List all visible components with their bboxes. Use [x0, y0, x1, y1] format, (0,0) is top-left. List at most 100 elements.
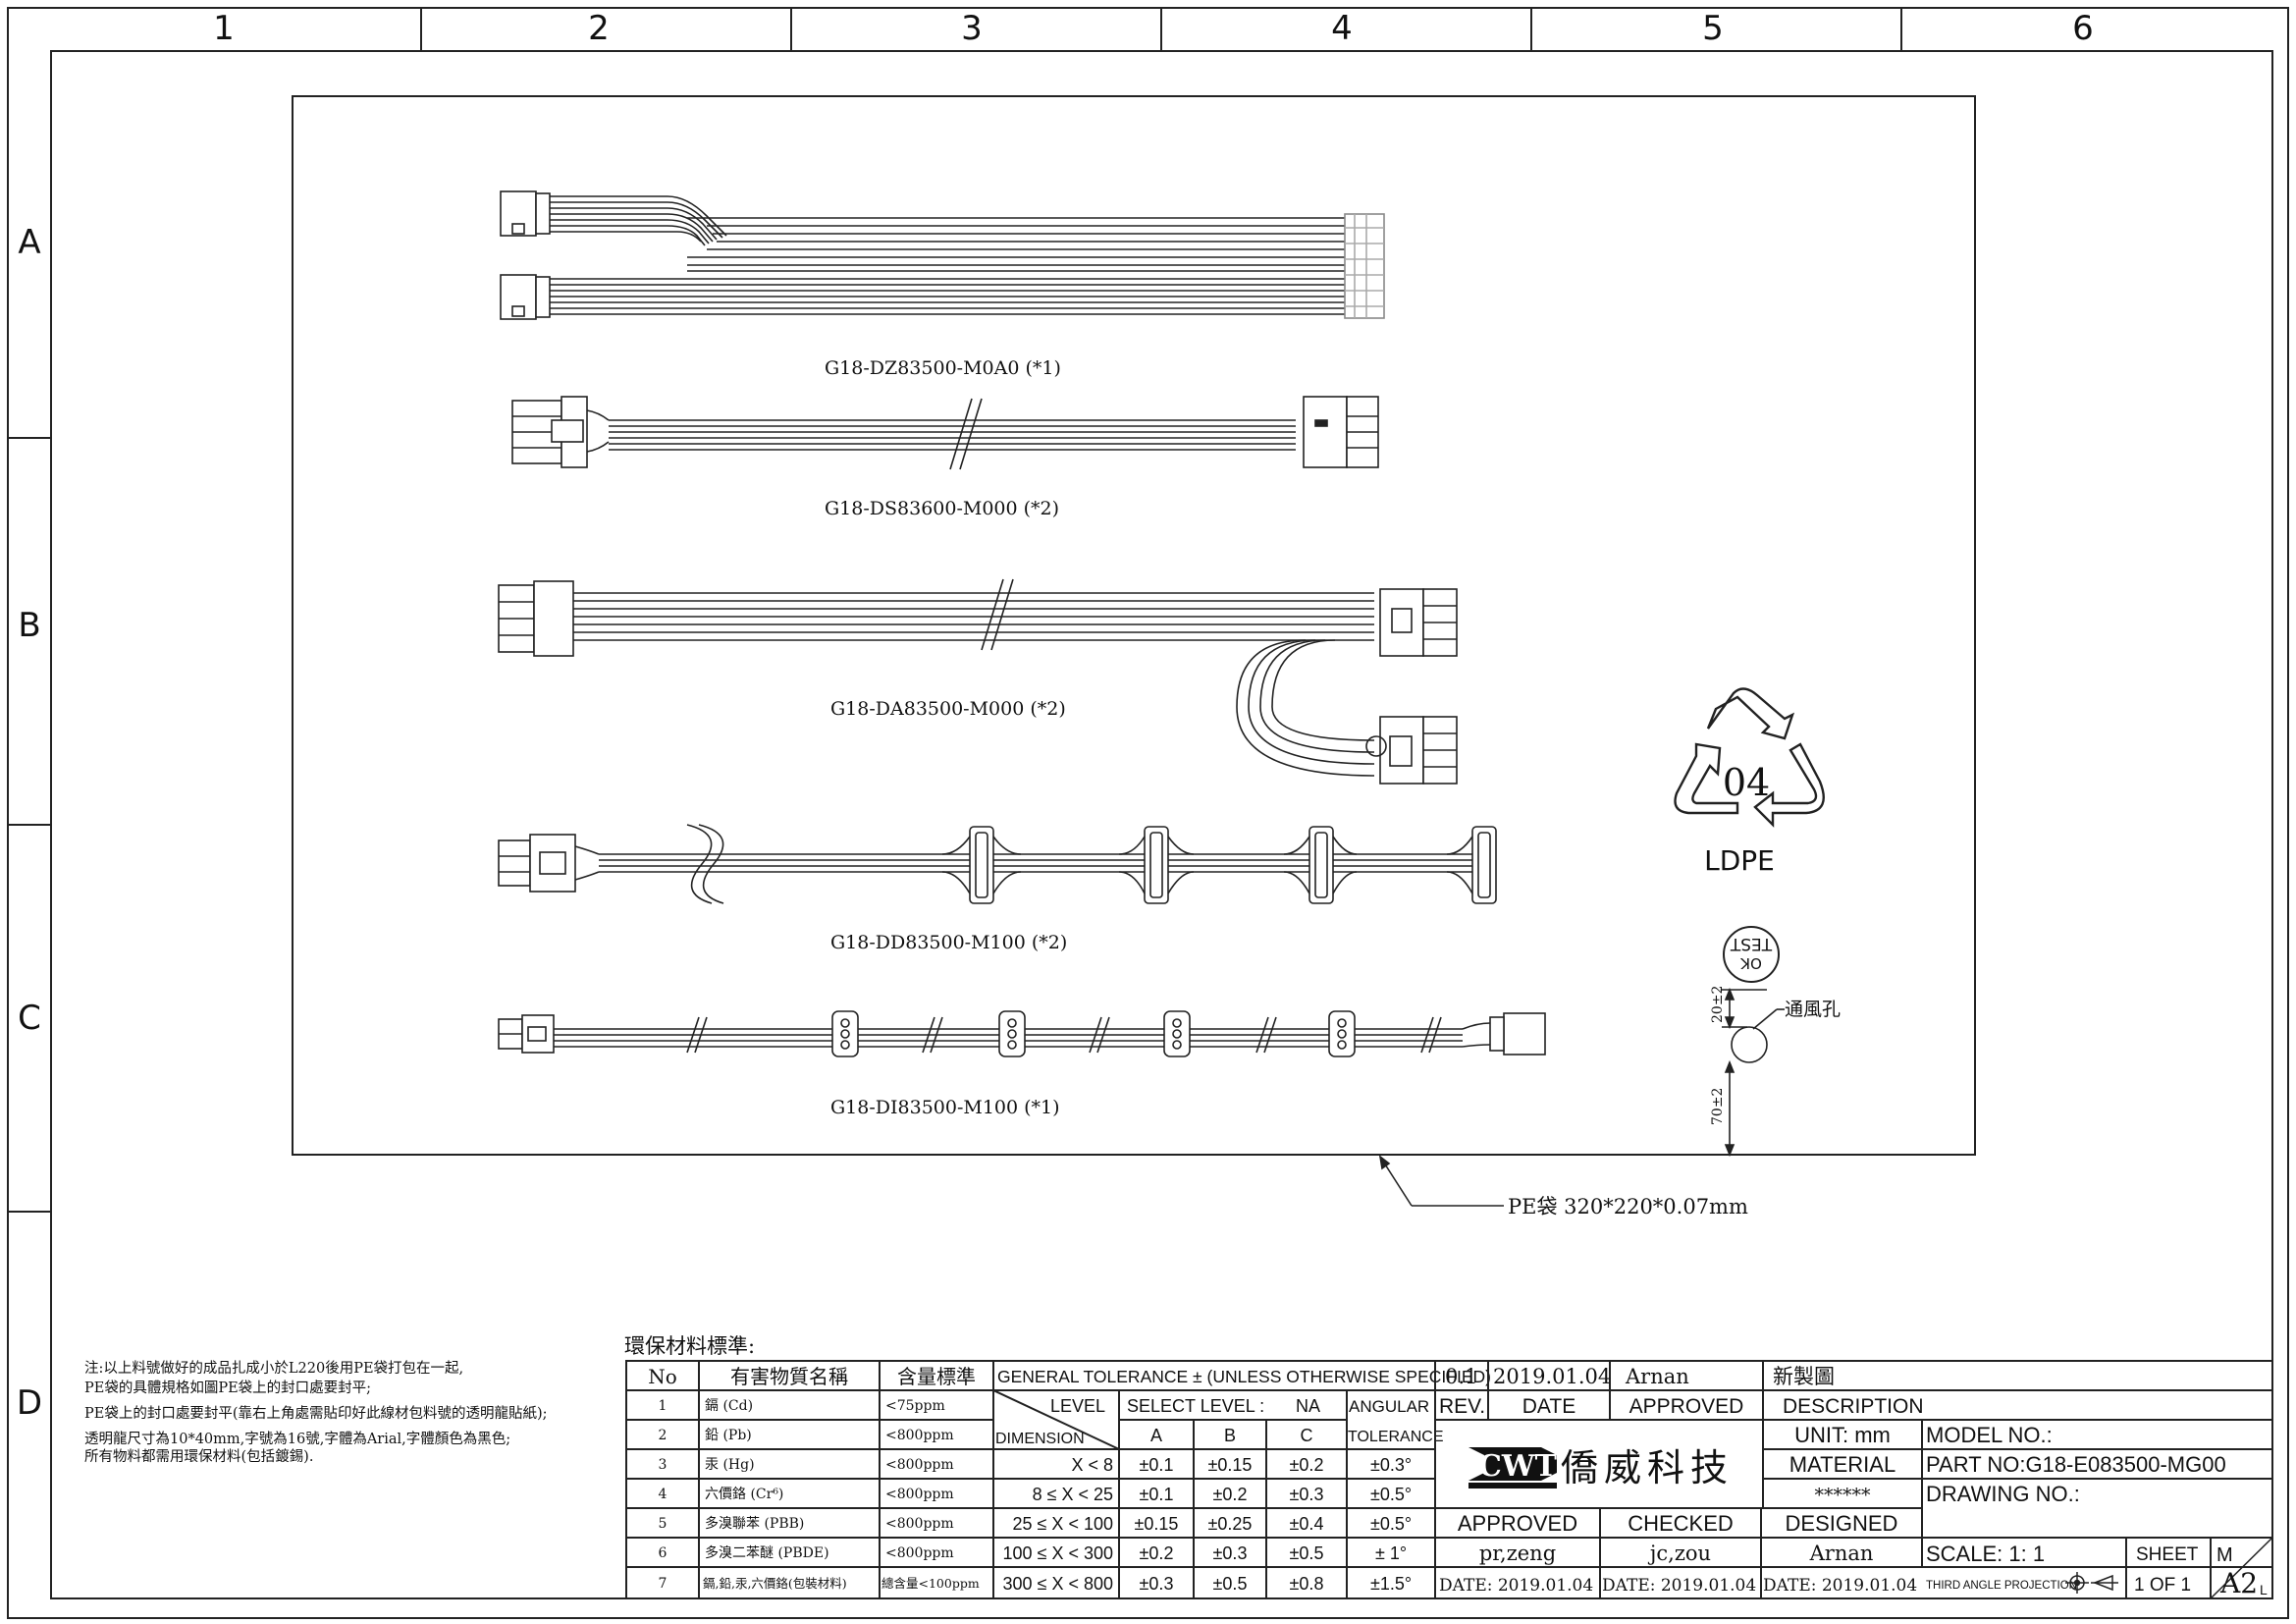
zone-col-6: 6	[2072, 9, 2094, 48]
env-header-no: No	[648, 1365, 677, 1388]
env-row-7-substance: 鎘,鉛,汞,六價鉻(包裝材料)	[703, 1576, 847, 1591]
env-row-4-substance: 六價鉻 (Cr⁶)	[705, 1486, 783, 1502]
material-label: MATERIAL	[1789, 1452, 1896, 1477]
third-angle-projection-icon	[2065, 1572, 2118, 1594]
cable-4-label: G18-DD83500-M100 (*2)	[830, 932, 1067, 953]
signoff-checked-header: CHECKED	[1628, 1511, 1734, 1536]
test-ok-stamp-icon: TEST OK	[1723, 926, 1780, 983]
signoff-designed-header: DESIGNED	[1786, 1511, 1898, 1536]
unit-label: UNIT: mm	[1794, 1423, 1891, 1447]
tolerance-col-a: A	[1150, 1426, 1162, 1445]
recycle-symbol-icon	[1674, 687, 1825, 828]
tol-row-2-a: ±0.1	[1140, 1485, 1174, 1504]
drawing-no-label: DRAWING NO.:	[1926, 1482, 2080, 1506]
tol-row-3-angular: ±0.5°	[1370, 1514, 1412, 1534]
env-row-5-limit: <800ppm	[885, 1516, 954, 1532]
env-row-7-limit: 總含量<100ppm	[881, 1576, 980, 1591]
note-line-2: PE袋的具體規格如圖PE袋上的封口處要封平;	[84, 1380, 371, 1396]
cable-5-drawing	[498, 1010, 1546, 1057]
zone-dividers	[8, 8, 1902, 1213]
tol-row-1-c: ±0.2	[1290, 1455, 1324, 1475]
note-line-1: 注:以上料號做好的成品扎成小於L220後用PE袋打包在一起,	[84, 1360, 463, 1377]
tol-row-1-angular: ±0.3°	[1370, 1455, 1412, 1475]
tol-row-2-angular: ±0.5°	[1370, 1485, 1412, 1504]
bag-spec-leader	[1378, 1155, 1504, 1207]
signoff-approved-header: APPROVED	[1458, 1511, 1577, 1536]
env-row-6-no: 6	[659, 1545, 667, 1561]
signoff-designed-date: DATE: 2019.01.04	[1763, 1576, 1917, 1596]
tol-row-1-range: X < 8	[1071, 1455, 1113, 1475]
rev-header-approved: APPROVED	[1629, 1395, 1744, 1418]
env-row-7-no: 7	[659, 1576, 667, 1592]
note-line-5: 所有物料都需用環保材料(包括鍍錫).	[84, 1448, 313, 1465]
zone-col-4: 4	[1331, 9, 1353, 48]
sheet-size-l: L	[2260, 1582, 2268, 1597]
vent-dim-top: 20±2	[1710, 986, 1726, 1023]
env-row-3-limit: <800ppm	[885, 1457, 954, 1473]
tolerance-angular-1: ANGULAR	[1349, 1397, 1429, 1416]
env-header-substance: 有害物質名稱	[730, 1365, 848, 1388]
zone-col-1: 1	[213, 9, 235, 48]
tol-row-1-a: ±0.1	[1140, 1455, 1174, 1475]
tol-row-3-b: ±0.25	[1208, 1514, 1253, 1534]
tol-row-3-a: ±0.15	[1135, 1514, 1179, 1534]
env-row-6-substance: 多溴二苯醚 (PBDE)	[705, 1544, 829, 1561]
signoff-designed-name: Arnan	[1809, 1542, 1874, 1565]
zone-col-2: 2	[588, 9, 610, 48]
zone-row-d: D	[17, 1383, 42, 1423]
rev-header-description: DESCRIPTION	[1783, 1395, 1924, 1418]
zone-col-3: 3	[961, 9, 983, 48]
tol-row-5-range: 300 ≤ X < 800	[1003, 1574, 1113, 1594]
zone-row-c: C	[18, 999, 41, 1038]
zone-col-5: 5	[1702, 9, 1724, 48]
tol-row-3-range: 25 ≤ X < 100	[1013, 1514, 1113, 1534]
env-table-grid	[625, 1360, 994, 1599]
tol-row-5-angular: ±1.5°	[1370, 1574, 1412, 1594]
rev-number: 0.1	[1445, 1365, 1477, 1388]
rev-date: 2019.01.04	[1493, 1365, 1611, 1388]
rev-header-date: DATE	[1522, 1395, 1575, 1418]
cable-5-label: G18-DI83500-M100 (*1)	[830, 1097, 1060, 1118]
company-logo-icon: CWT	[1468, 1447, 1558, 1489]
title-block-grid	[1434, 1360, 2273, 1599]
env-row-2-limit: <800ppm	[885, 1428, 954, 1443]
env-row-4-limit: <800ppm	[885, 1487, 954, 1502]
company-name: 僑威科技	[1561, 1446, 1734, 1489]
tolerance-angular-2: TOLERANCE	[1348, 1429, 1444, 1445]
env-row-3-no: 3	[659, 1457, 667, 1473]
env-row-3-substance: 汞 (Hg)	[705, 1457, 755, 1473]
tol-row-2-c: ±0.3	[1290, 1485, 1324, 1504]
env-row-5-no: 5	[659, 1516, 667, 1532]
env-row-2-no: 2	[659, 1428, 667, 1443]
note-line-4: 透明龍尺寸為10*40mm,字號為16號,字體為Arial,字體顏色為黑色;	[84, 1430, 510, 1447]
bag-spec: PE袋 320*220*0.07mm	[1508, 1195, 1748, 1218]
tol-row-2-range: 8 ≤ X < 25	[1033, 1485, 1113, 1504]
tolerance-col-b: B	[1224, 1426, 1236, 1445]
note-line-3: PE袋上的封口處要封平(靠右上角處需貼印好此線材包料號的透明龍貼紙);	[84, 1405, 548, 1422]
env-row-6-limit: <800ppm	[885, 1545, 954, 1561]
tolerance-col-c: C	[1301, 1426, 1313, 1445]
tolerance-title: GENERAL TOLERANCE ± (UNLESS OTHERWISE SP…	[997, 1367, 1491, 1386]
vent-dim-side: 70±2	[1710, 1088, 1726, 1125]
env-row-1-limit: <75ppm	[885, 1398, 945, 1414]
signoff-checked-name: jc,zou	[1647, 1542, 1711, 1565]
model-no-label: MODEL NO.:	[1926, 1423, 2053, 1447]
env-header-limit: 含量標準	[897, 1365, 976, 1388]
outer-border	[7, 7, 2289, 1619]
material-value: ******	[1815, 1485, 1872, 1506]
zone-row-b: B	[18, 606, 40, 645]
tol-row-4-c: ±0.5	[1290, 1543, 1324, 1563]
signoff-checked-date: DATE: 2019.01.04	[1602, 1576, 1756, 1596]
cable-3-drawing	[498, 578, 1458, 785]
cable-1-label: G18-DZ83500-M0A0 (*1)	[825, 357, 1061, 379]
env-row-4-no: 4	[659, 1487, 667, 1502]
signoff-approved-name: pr,zeng	[1479, 1542, 1556, 1565]
test-stamp-line1: TEST	[1730, 934, 1773, 953]
cable-2-drawing	[511, 396, 1379, 470]
tol-row-3-c: ±0.4	[1290, 1514, 1324, 1534]
sheet-size-box: M A2 L	[2210, 1537, 2273, 1599]
tolerance-level: LEVEL	[1050, 1396, 1105, 1416]
bag-outline	[292, 95, 1976, 1156]
company-logo-text: CWT	[1478, 1449, 1558, 1484]
recycle-code: 04	[1723, 761, 1770, 804]
